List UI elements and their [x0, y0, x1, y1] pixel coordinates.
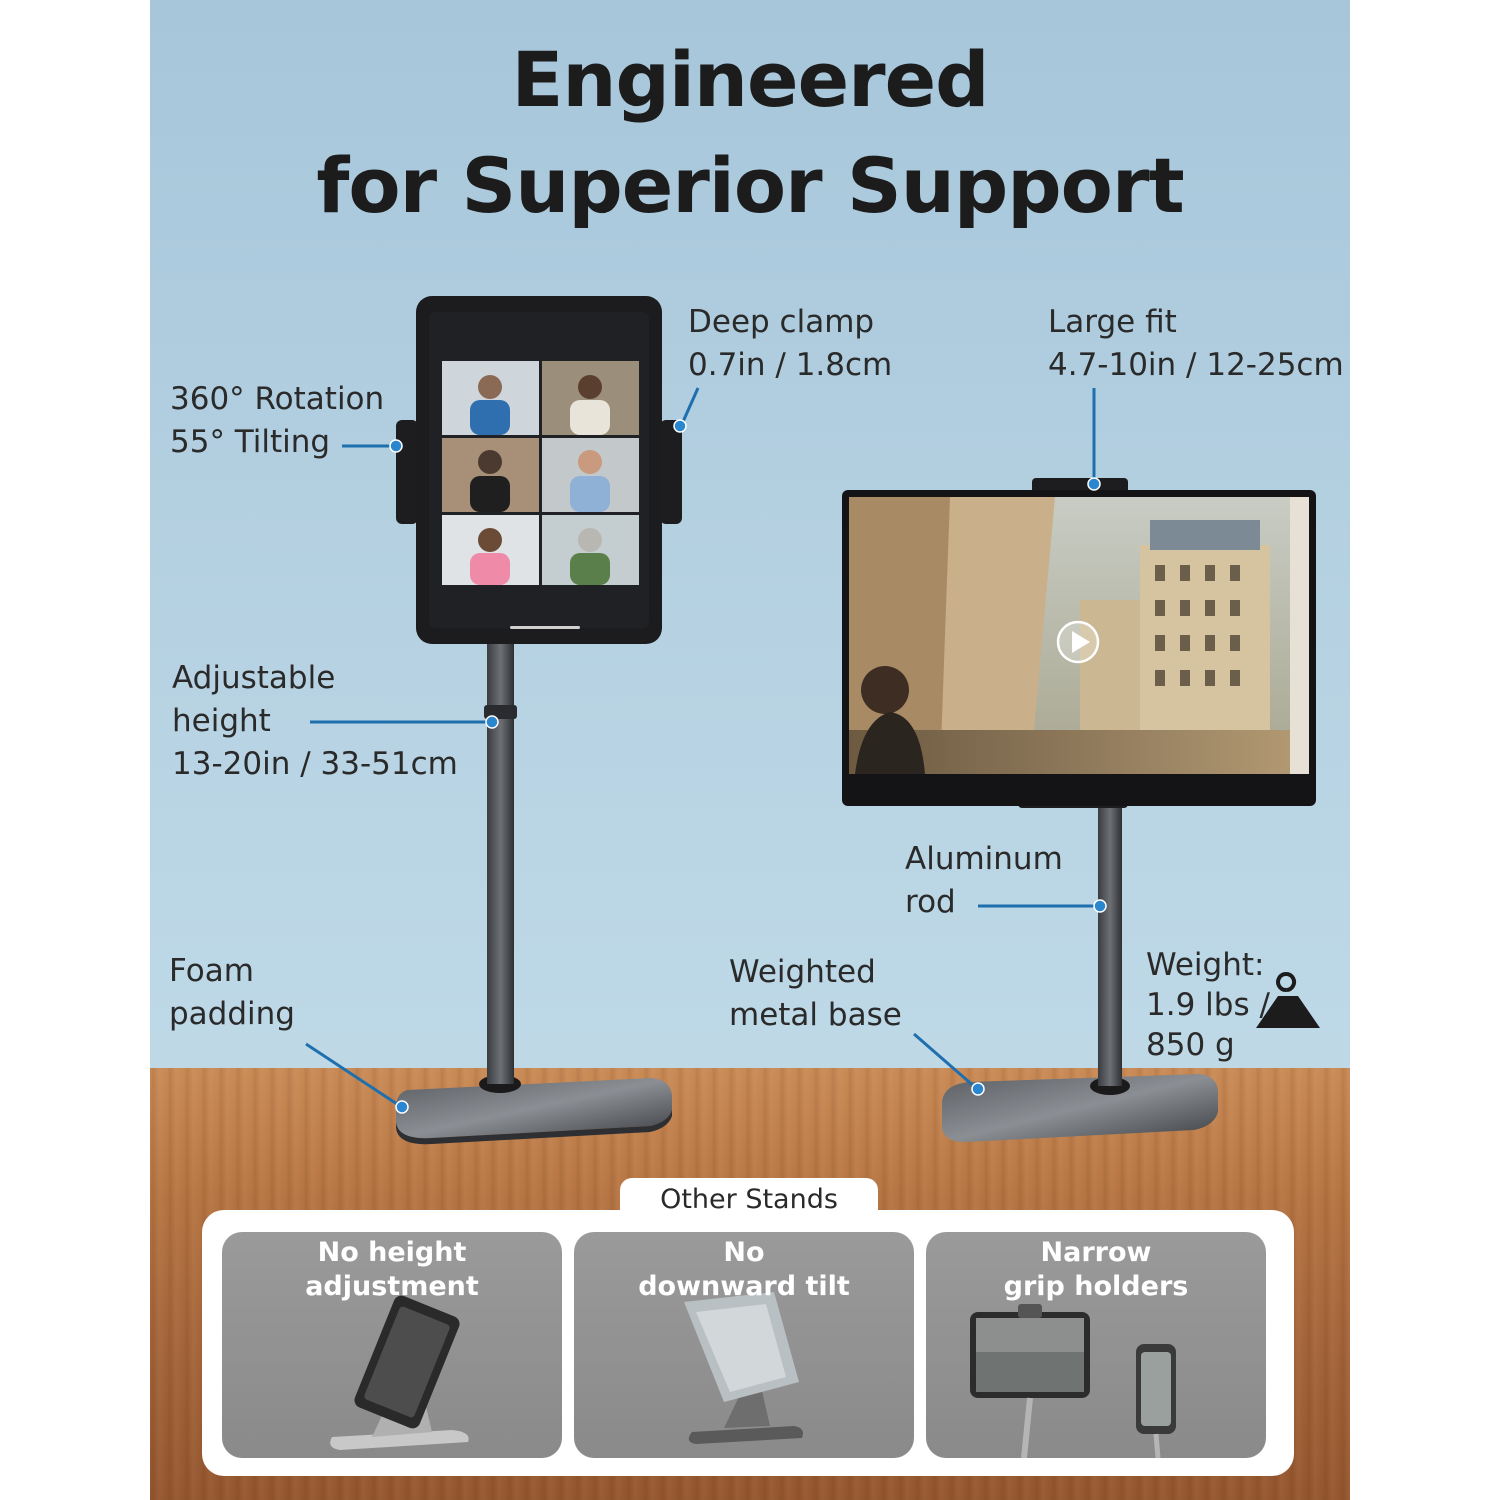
headline-line-1: Engineered [511, 35, 989, 124]
callout-clamp-line-1: Deep clamp [688, 304, 875, 340]
callout-foam-line-2: padding [169, 996, 295, 1032]
callout-rotation: 360° Rotation 55° Tilting [170, 378, 384, 464]
callout-height-line-1: Adjustable [172, 660, 336, 696]
tablet-right-clamp [660, 420, 682, 524]
callout-rotation-line-2: 55° Tilting [170, 424, 331, 460]
comparison-card-grip-text: Narrow grip holders [926, 1236, 1266, 1304]
headline-line-2: for Superior Support [316, 141, 1184, 230]
tablet-left-clamp [396, 420, 418, 524]
callout-rotation-line-1: 360° Rotation [170, 381, 385, 417]
comparison-card-grip-line-1: Narrow [1040, 1237, 1152, 1268]
comparison-card-tilt-line-1: No [723, 1237, 765, 1268]
callout-clamp-line-2: 0.7in / 1.8cm [688, 347, 893, 383]
callout-clamp: Deep clamp 0.7in / 1.8cm [688, 301, 892, 387]
tablet-stand [396, 296, 682, 1145]
product-poster: Engineered for Superior Support [150, 0, 1350, 1500]
callout-dots [389, 419, 1107, 1114]
comparison-card-height: No height adjustment [222, 1232, 562, 1458]
callout-height: Adjustable height 13-20in / 33-51cm [172, 657, 458, 786]
callout-height-line-3: 13-20in / 33-51cm [172, 746, 458, 782]
weight-icon [1256, 972, 1320, 1028]
callout-base-line-1: Weighted [729, 954, 876, 990]
callout-weight-line-3: 850 g [1146, 1027, 1235, 1063]
callout-base-line-2: metal base [729, 997, 902, 1033]
callout-large-fit-line-2: 4.7-10in / 12-25cm [1048, 347, 1344, 383]
callout-height-line-2: height [172, 703, 271, 739]
large-device-stand [842, 478, 1316, 1142]
callout-large-fit-line-1: Large fit [1048, 304, 1177, 340]
callout-weight-line-2: 1.9 lbs / [1146, 987, 1270, 1023]
comparison-card-tilt-text: No downward tilt [574, 1236, 914, 1304]
callout-base: Weighted metal base [729, 951, 902, 1037]
narrow-grip-illustration [970, 1304, 1176, 1458]
callout-weight: Weight: 1.9 lbs / 850 g [1146, 945, 1270, 1065]
comparison-card-grip: Narrow grip holders [926, 1232, 1266, 1458]
comparison-card-grip-line-2: grip holders [1003, 1271, 1189, 1302]
callout-large-fit: Large fit 4.7-10in / 12-25cm [1048, 301, 1344, 387]
callout-leaders [305, 387, 1100, 1108]
play-icon [1056, 620, 1100, 664]
comparison-card-tilt-line-2: downward tilt [638, 1271, 850, 1302]
comparison-card-height-text: No height adjustment [222, 1236, 562, 1304]
comparison-card-height-line-2: adjustment [305, 1271, 479, 1302]
callout-foam-line-1: Foam [169, 953, 254, 989]
comparison-card-height-line-1: No height [317, 1237, 467, 1268]
callout-weight-line-1: Weight: [1146, 947, 1265, 983]
callout-aluminum-line-2: rod [905, 884, 956, 920]
product-illustrations [305, 296, 1320, 1145]
callout-foam: Foam padding [169, 950, 295, 1036]
callout-aluminum-line-1: Aluminum [905, 841, 1063, 877]
comparison-card-tilt: No downward tilt [574, 1232, 914, 1458]
callout-aluminum: Aluminum rod [905, 838, 1063, 924]
tablet-stand-base [396, 1078, 672, 1139]
basic-stand-illustration [330, 1295, 469, 1450]
large-stand-base [942, 1074, 1218, 1142]
folding-stand-illustration [684, 1292, 803, 1444]
large-stand-rod [1098, 800, 1122, 1086]
comparison-title: Other Stands [620, 1178, 878, 1222]
